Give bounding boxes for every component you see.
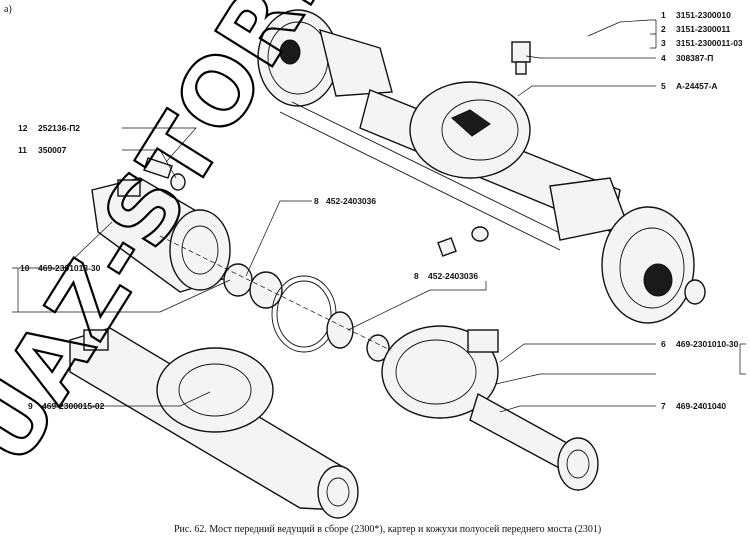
corner-mark: а) [4, 4, 12, 15]
callout-labels: 1 3151-2300010 2 3151-2300011 3 3151-230… [18, 10, 743, 411]
callout-12-num: 12 [18, 123, 28, 133]
callout-5-code: А-24457-А [676, 81, 718, 91]
callout-3-code: 3151-2300011-03 [676, 38, 743, 48]
callout-7-code: 469-2401040 [676, 401, 726, 411]
figure-caption: Рис. 62. Мост передний ведущий в сборе (… [174, 524, 601, 535]
callout-8-upper-code: 452-2403036 [326, 196, 376, 206]
callout-11-num: 11 [18, 145, 27, 155]
callout-1-num: 1 [661, 10, 666, 20]
callout-8-lower-num: 8 [414, 271, 419, 281]
callout-9-code: 469-2300015-02 [42, 401, 105, 411]
callout-9-num: 9 [28, 401, 33, 411]
callout-8-lower-code: 452-2403036 [428, 271, 478, 281]
assembled-housing [69, 327, 359, 519]
callout-8-upper-num: 8 [314, 196, 319, 206]
front-axle-assembly [257, 9, 706, 324]
callout-10-num: 10 [20, 263, 30, 273]
callout-5-num: 5 [661, 81, 666, 91]
leader-lines [12, 19, 746, 413]
callout-1-code: 3151-2300010 [676, 10, 731, 20]
callout-3-num: 3 [661, 38, 666, 48]
callout-10-code: 469-2301013-30 [38, 263, 101, 273]
left-housing-half [91, 157, 391, 362]
right-axle-housing [381, 325, 599, 491]
callout-4-num: 4 [661, 53, 666, 63]
callout-7-num: 7 [661, 401, 666, 411]
callout-11-code: 350007 [38, 145, 67, 155]
callout-2-num: 2 [661, 24, 666, 34]
callout-2-code: 3151-2300011 [676, 24, 731, 34]
callout-6-num: 6 [661, 339, 666, 349]
callout-4-code: 308387-П [676, 53, 713, 63]
callout-12-code: 252136-П2 [38, 123, 80, 133]
callout-6-code: 469-2301010-30 [676, 339, 739, 349]
